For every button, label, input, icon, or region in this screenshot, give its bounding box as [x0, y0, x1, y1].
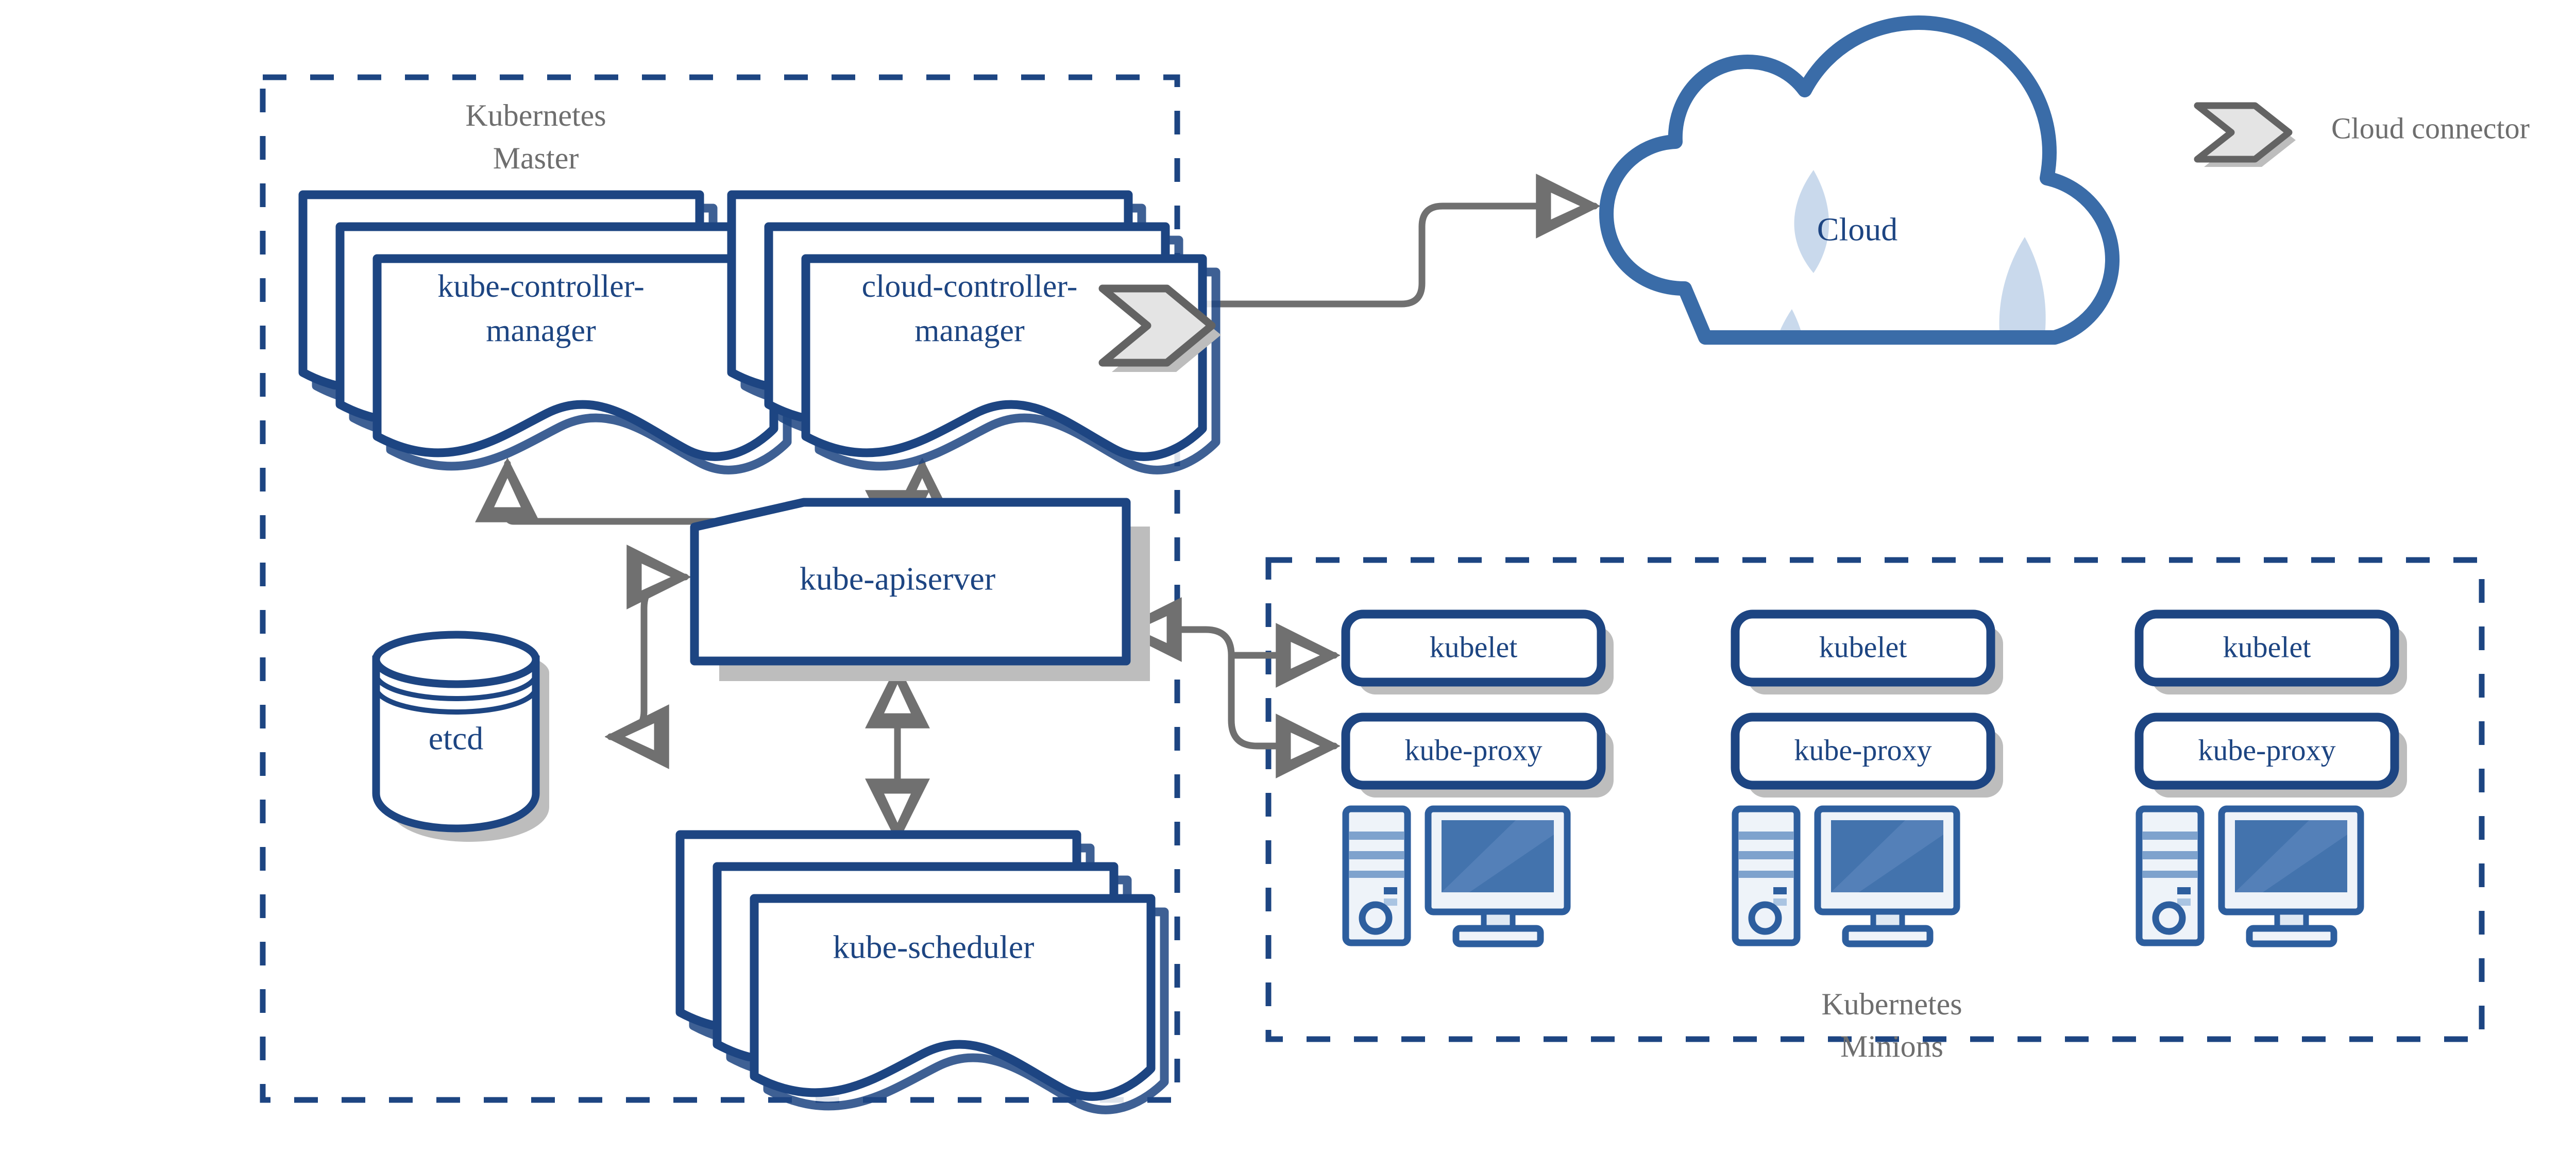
minion-3-kubelet-box [2134, 609, 2399, 687]
connector-apiserver-etcd [611, 577, 685, 737]
kube-apiserver-shape [690, 498, 1131, 666]
kube-scheduler-label: kube-scheduler [833, 929, 1035, 965]
etcd-top [372, 631, 540, 688]
connector-apiserver-to-minions-trunk [1123, 630, 1334, 746]
minion-node-2: kubelet kube-proxy [1731, 609, 2003, 947]
legend-label: Cloud connector [2331, 111, 2530, 145]
kube-apiserver-label: kube-apiserver [800, 561, 995, 597]
kubernetes-minions-label: Kubernetes Minions [1821, 987, 1962, 1063]
kubernetes-minions-boundary [1265, 557, 2485, 1042]
minion-1-kubelet-box [1341, 609, 1606, 687]
cloud-connector-shape-ccm [1098, 284, 1221, 372]
cloud-label: Cloud [1817, 211, 1897, 248]
connector-layer [507, 206, 1595, 837]
node-kube-controller-manager: kube-controller- manager [303, 195, 787, 470]
etcd-ring-1 [374, 673, 538, 702]
minion-2-kubelet-box [1731, 609, 1995, 687]
connector-kcm-up [507, 464, 900, 525]
minion-3-computer-icon [2136, 805, 2364, 947]
kubernetes-master-boundary [260, 74, 1180, 1103]
minion-3-kube-proxy-label: kube-proxy [2198, 733, 2335, 767]
minion-2-computer-icon [1732, 805, 1960, 947]
etcd-ring-2 [374, 687, 538, 715]
legend-cloud-connector: Cloud connector [2194, 102, 2530, 167]
cloud-connector-chevron-icon [2194, 102, 2293, 163]
kube-controller-manager-label-line1: kube-controller- [437, 269, 645, 304]
minion-3-kube-proxy-box [2134, 713, 2399, 790]
connector-ccm-to-cloud [1171, 206, 1595, 308]
etcd-label: etcd [429, 720, 484, 757]
cloud-controller-manager-label-line1: cloud-controller- [862, 269, 1078, 304]
minion-node-1: kubelet kube-proxy [1341, 609, 1614, 947]
minion-3-kubelet-label: kubelet [2223, 630, 2311, 664]
cloud-node: Cloud [1599, 15, 2120, 345]
cloud-controller-manager-label-line2: manager [914, 313, 1025, 348]
minion-2-kube-proxy-label: kube-proxy [1794, 733, 1931, 767]
minion-1-kube-proxy-box [1341, 713, 1606, 790]
node-kube-scheduler: kube-scheduler [680, 835, 1164, 1110]
cloud-connector-chevron-icon-ccm [1098, 284, 1216, 367]
minion-2-kubelet-label: kubelet [1819, 630, 1907, 664]
etcd-body [372, 655, 540, 833]
minion-node-3: kubelet kube-proxy [2134, 609, 2407, 947]
master-label-line1: Kubernetes [465, 98, 606, 132]
minion-1-kubelet-label: kubelet [1430, 630, 1518, 664]
minion-1-computer-icon [1342, 805, 1571, 947]
minions-label-line1: Kubernetes [1821, 987, 1962, 1021]
kube-controller-manager-label-line2: manager [486, 313, 596, 348]
minion-1-kube-proxy-label: kube-proxy [1404, 733, 1542, 767]
master-label-line2: Master [493, 141, 579, 175]
minion-2-kube-proxy-box [1731, 713, 1995, 790]
kubernetes-master-label: Kubernetes Master [465, 98, 606, 175]
minions-label-line2: Minions [1840, 1029, 1943, 1063]
node-cloud-controller-manager: cloud-controller- manager [732, 195, 1216, 470]
node-kube-apiserver: kube-apiserver [690, 498, 1150, 681]
node-etcd: etcd [372, 631, 549, 842]
